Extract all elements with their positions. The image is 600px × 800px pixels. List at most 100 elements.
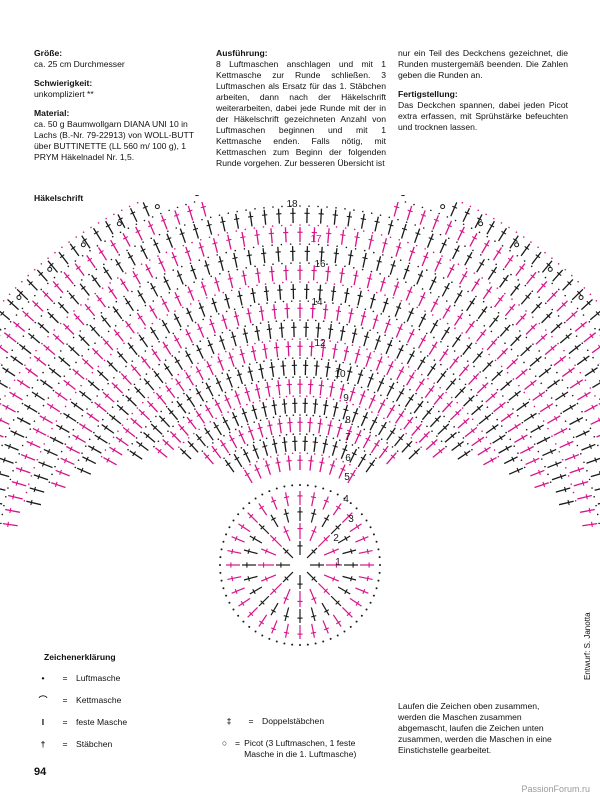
chain-dot [280,224,283,227]
stitch-mark [94,434,108,444]
chain-dot [176,288,179,290]
stitch-mark [323,574,340,582]
stitch-bar [556,271,562,277]
stitch-mark [185,394,196,408]
chain-dot [479,371,481,373]
stitch-bar [530,325,536,330]
stitch-bar [255,272,261,275]
stitch-mark [349,386,355,402]
chain-dot [240,425,243,428]
stitch-bar [365,437,371,442]
stitch-bar [420,316,426,321]
chain-dot [544,251,546,254]
stitch-mark [187,205,194,221]
stitch-bar [91,445,95,451]
chain-dot [560,412,562,415]
stitch-mark [403,264,410,280]
chain-dot [446,368,449,371]
stitch-mark [52,333,65,345]
stitch-mark [294,436,296,452]
chain-dot [333,283,336,285]
stitch-mark [204,404,214,419]
stitch-mark [193,223,200,239]
stitch-bar [34,392,39,398]
chain-dot [369,453,372,456]
stitch-mark [228,434,238,449]
stitch-bar [239,352,245,356]
stitch-mark [247,308,252,324]
chain-dot [113,213,115,216]
chain-dot [86,408,88,410]
stitch-mark [471,404,484,416]
stitch-mark [406,307,414,322]
chain-dot [313,453,316,455]
chain-dot [520,459,523,462]
chain-dot [469,205,472,208]
stitch-bar [457,442,462,448]
stitch-bar [118,437,123,443]
stitch-bar [270,627,277,631]
chain-dot [33,466,36,469]
stitch-bar [318,384,325,387]
chain-dot [12,419,15,421]
chain-dot [41,342,43,345]
stitch-bar [119,406,124,411]
chain-dot [335,458,338,460]
stitch-bar [231,548,234,555]
chain-dot [183,369,186,372]
chain-dot [262,226,265,228]
chain-dot [72,336,75,339]
chain-dot [36,379,39,381]
stitch-mark [130,417,143,429]
chain-dot [232,608,235,611]
stitch-bar [60,357,65,363]
stitch-bar [317,422,323,425]
chain-dot [379,273,381,275]
stitch-bar [310,631,317,634]
stitch-mark [158,257,166,272]
stitch-mark [20,453,36,461]
chain-dot [38,412,40,415]
stitch-bar [522,402,527,408]
stitch-mark [531,301,543,314]
stitch-mark [113,329,124,342]
chain-dot [262,458,265,460]
chain-dot [237,614,240,617]
chain-dot [488,353,490,356]
chain-dot [212,442,214,444]
chain-dot [1,513,4,516]
stitch-bar [407,209,413,213]
stitch-mark [354,429,362,445]
stitch-bar [86,306,91,311]
stitch-bar [0,311,5,316]
stitch-bar [110,242,116,247]
chain-dot [567,475,570,477]
stitch-bar [574,345,579,351]
chain-dot [540,382,543,385]
stitch-mark [406,205,413,221]
chain-dot [558,450,561,453]
stitch-mark [109,446,123,456]
stitch-mark [581,443,596,451]
picot-mark [116,221,122,227]
chain-dot [231,388,233,391]
stitch-mark [219,335,226,350]
chain-dot [292,395,295,397]
chain-dot [422,227,425,229]
stitch-bar [271,308,277,311]
chain-dot [259,439,261,442]
stitch-bar [112,447,116,453]
stitch-mark [60,457,75,466]
stitch-mark [260,574,277,582]
chain-dot [521,421,524,424]
chain-dot [74,391,77,394]
stitch-bar [583,430,587,436]
chain-dot [141,401,144,404]
stitch-bar [174,316,180,321]
chain-dot [322,640,325,643]
chain-dot [88,273,90,276]
chain-dot [540,458,543,460]
chain-dot [17,410,19,413]
stitch-mark [529,355,542,367]
stitch-mark [174,356,183,370]
